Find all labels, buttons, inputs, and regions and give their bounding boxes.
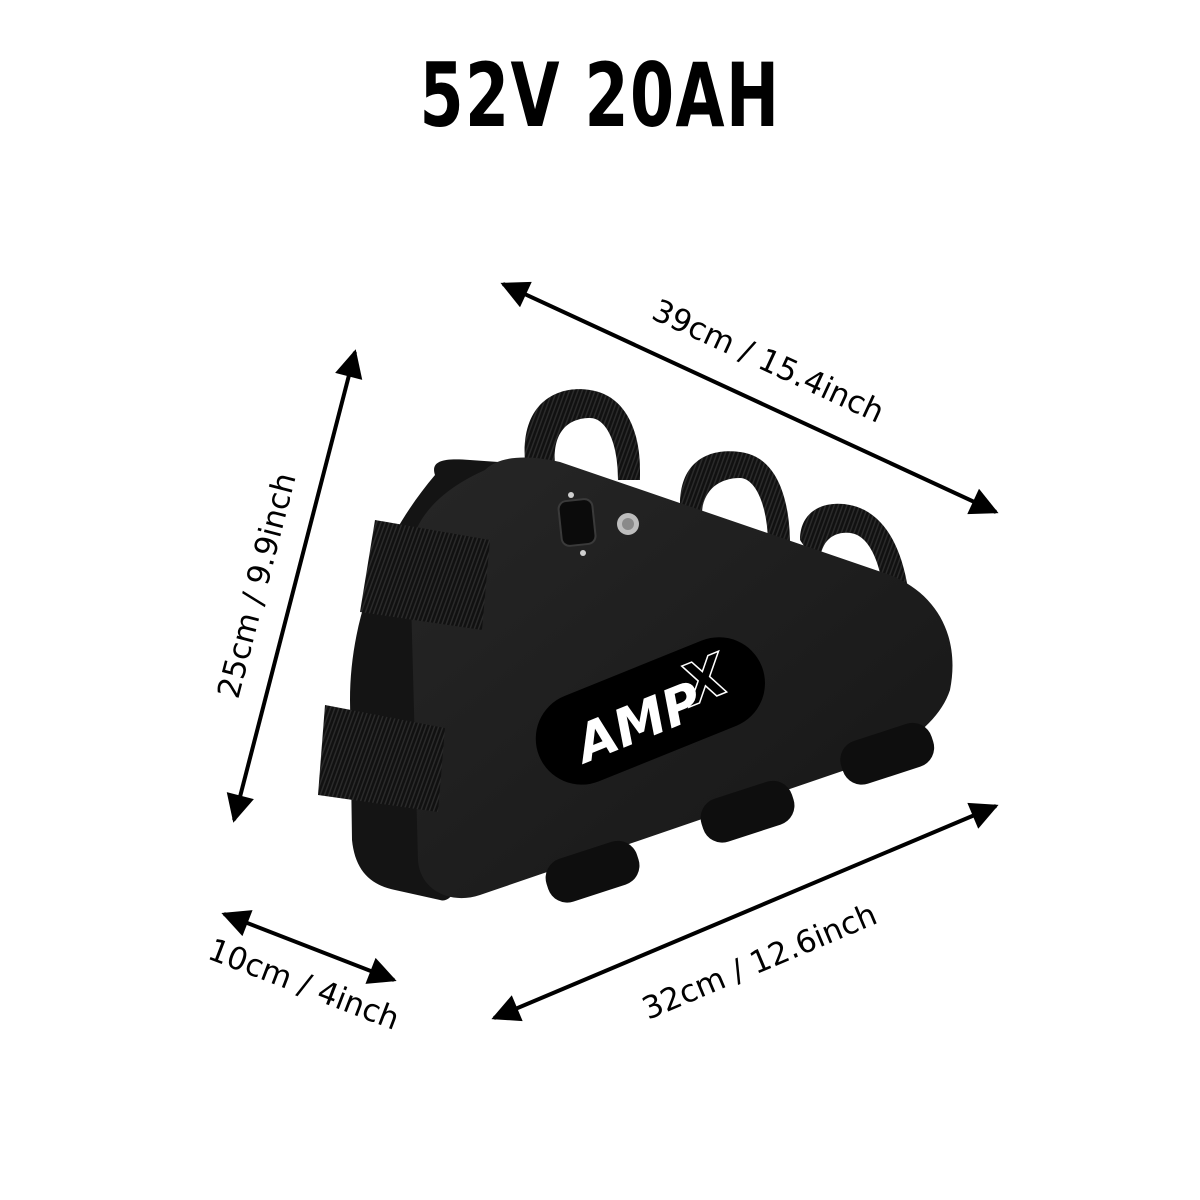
width-label: 10cm / 4inch xyxy=(203,932,404,1038)
brand-label: AMP X xyxy=(535,637,765,785)
bottom-length-label: 32cm / 12.6inch xyxy=(637,897,882,1028)
mount-foot-3 xyxy=(840,722,935,785)
product-title: 52V 20AH xyxy=(419,44,781,147)
battery-pack: AMP X xyxy=(318,389,953,903)
side-strap-upper xyxy=(360,520,490,630)
top-length-label: 39cm / 15.4inch xyxy=(647,293,890,431)
dimension-width: 10cm / 4inch xyxy=(203,910,404,1038)
height-label: 25cm / 9.9inch xyxy=(211,469,304,702)
power-button-icon xyxy=(617,513,639,535)
